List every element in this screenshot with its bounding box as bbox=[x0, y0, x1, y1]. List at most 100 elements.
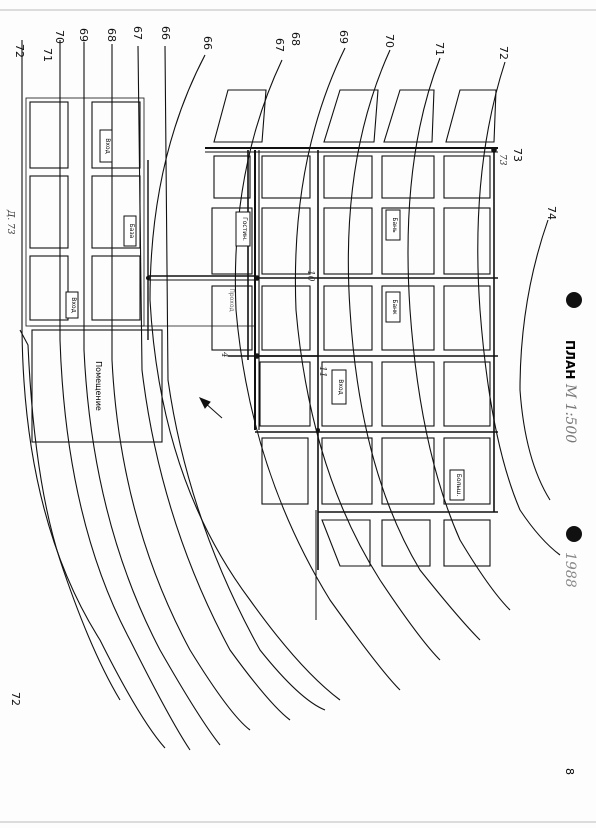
label-vhod-3: Вход bbox=[337, 379, 344, 395]
contour-label: 69 bbox=[337, 30, 350, 44]
room bbox=[261, 285, 311, 351]
label-bank: Банк bbox=[391, 299, 398, 315]
contour-label: 66 bbox=[159, 26, 172, 40]
contour-label: 66 bbox=[201, 36, 214, 50]
label-box bbox=[99, 129, 113, 163]
wall-outline bbox=[25, 97, 145, 327]
room bbox=[443, 207, 491, 275]
label-box bbox=[123, 215, 137, 247]
year-note: 1988 bbox=[562, 552, 578, 588]
contour-label: 71 bbox=[433, 42, 446, 56]
label-ban: Бань bbox=[391, 217, 398, 233]
contour-label: 70 bbox=[53, 30, 66, 44]
room bbox=[381, 155, 435, 199]
contour-line bbox=[111, 44, 251, 731]
contour-label: 68 bbox=[105, 28, 118, 42]
contour-label: 72 bbox=[497, 46, 510, 60]
contour-line bbox=[137, 45, 291, 721]
room bbox=[445, 89, 497, 143]
mark: 4 bbox=[219, 351, 229, 358]
room bbox=[261, 155, 311, 199]
title-block: ПЛАН М 1:500 1988 8 bbox=[562, 292, 582, 775]
label-bolsh: Больш. bbox=[455, 474, 462, 497]
room bbox=[381, 207, 435, 275]
contour-label: 72 bbox=[9, 692, 22, 706]
mark: 11 bbox=[317, 366, 327, 377]
label-prohod: Проход bbox=[228, 288, 235, 311]
label-box bbox=[449, 469, 465, 501]
room bbox=[29, 101, 69, 169]
contour-line bbox=[83, 42, 221, 746]
label-box bbox=[65, 291, 79, 319]
mark: Д. 73 bbox=[5, 209, 15, 235]
contour-line bbox=[164, 45, 326, 711]
label-box bbox=[331, 369, 347, 405]
label-gostin: Гостин. bbox=[241, 217, 248, 241]
contour-label: 67 bbox=[131, 26, 144, 40]
room bbox=[91, 101, 141, 169]
contour-label: 72 bbox=[13, 44, 26, 58]
room bbox=[443, 155, 491, 199]
room bbox=[323, 155, 373, 199]
label-vhod: Вход bbox=[104, 138, 111, 154]
contour-label: 73 bbox=[511, 148, 524, 162]
room bbox=[381, 519, 431, 567]
mark: 10 bbox=[305, 270, 315, 282]
contour-line bbox=[59, 40, 191, 751]
punch-hole bbox=[566, 292, 582, 308]
punch-hole bbox=[566, 526, 582, 542]
label-pomeshchenie: Помещение bbox=[94, 361, 103, 411]
contour-line bbox=[477, 61, 561, 556]
room bbox=[443, 285, 491, 351]
room bbox=[211, 285, 253, 351]
room bbox=[261, 437, 309, 505]
room bbox=[321, 437, 373, 505]
room bbox=[91, 255, 141, 321]
label-box bbox=[385, 291, 401, 323]
annex bbox=[31, 329, 163, 443]
room bbox=[323, 89, 379, 143]
mark: 73 bbox=[497, 154, 507, 166]
contour-label: 74 bbox=[545, 206, 558, 220]
room bbox=[29, 255, 69, 321]
label-box bbox=[235, 211, 251, 247]
room bbox=[443, 519, 491, 567]
room bbox=[381, 437, 435, 505]
room bbox=[321, 519, 371, 567]
right-building bbox=[30, 89, 498, 620]
room bbox=[443, 437, 491, 505]
contour-line bbox=[149, 54, 341, 701]
room-labels: Вход База Вход Гостин. Бань Банк Вход Бо… bbox=[65, 129, 465, 501]
contour-label: 68 bbox=[289, 32, 302, 46]
room bbox=[29, 175, 69, 249]
page-title: ПЛАН bbox=[563, 340, 577, 379]
contour-line bbox=[19, 329, 121, 701]
room bbox=[383, 89, 435, 143]
label-baza: База bbox=[128, 224, 135, 239]
scale-text: М 1:500 bbox=[562, 383, 578, 443]
contour-numbers: 72 70 69 68 67 66 71 66 67 68 69 70 71 7… bbox=[9, 26, 558, 706]
room bbox=[443, 361, 491, 427]
room bbox=[213, 89, 267, 143]
room bbox=[323, 207, 373, 275]
page-number: 8 bbox=[563, 768, 576, 775]
contour-label: 69 bbox=[77, 28, 90, 42]
contour-line bbox=[347, 49, 481, 641]
contour-line bbox=[234, 59, 401, 691]
contour-label: 70 bbox=[383, 34, 396, 48]
contour-label: 67 bbox=[273, 38, 286, 52]
room bbox=[91, 175, 141, 249]
contour-line bbox=[21, 40, 166, 749]
room bbox=[259, 361, 311, 427]
room bbox=[261, 207, 311, 275]
direction-arrow bbox=[198, 397, 223, 419]
room bbox=[321, 361, 373, 427]
room bbox=[381, 361, 435, 427]
room bbox=[213, 155, 251, 199]
left-building bbox=[25, 97, 163, 443]
label-box bbox=[385, 209, 401, 241]
contour-line bbox=[519, 219, 551, 501]
room bbox=[323, 285, 373, 351]
